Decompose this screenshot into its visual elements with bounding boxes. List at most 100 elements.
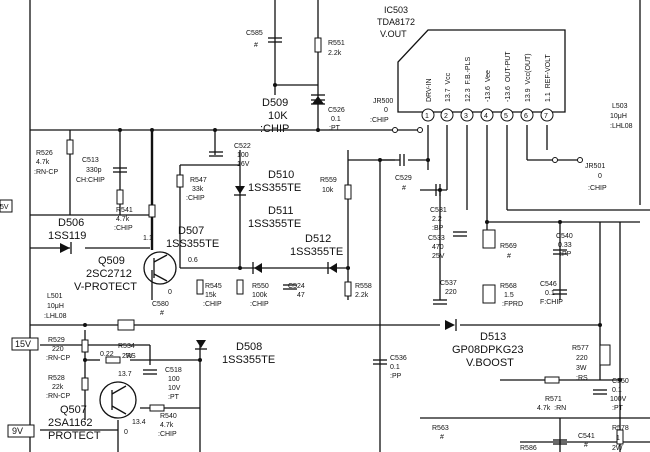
r545-value: 15k	[205, 292, 217, 299]
r577-type: :RS	[576, 375, 588, 382]
tag-9v: 9V	[12, 426, 23, 436]
r528-label: R528	[48, 375, 65, 382]
r578-power: 2W	[612, 445, 623, 452]
r571-label: R571	[545, 396, 562, 403]
resistors	[66, 37, 624, 445]
q507-coll-voltage: 13.7	[118, 371, 132, 378]
r586-label: R586	[520, 445, 537, 452]
d512-label: D512	[305, 233, 331, 245]
jr500-label: JR500	[373, 98, 393, 105]
c526-label: C526	[328, 107, 345, 114]
r577-power: 3W	[576, 365, 587, 372]
c540-type: :PP	[560, 251, 572, 258]
ic-pin-4: 4	[484, 113, 488, 120]
ic-pin-6: 6	[524, 113, 528, 120]
ic-pin-4-label: -13.6 Vee	[485, 70, 492, 102]
c522-label: C522	[234, 143, 251, 150]
l503-label: L503	[612, 103, 628, 110]
d509-value: 10K	[268, 110, 288, 122]
d510-value: 1SS355TE	[248, 182, 301, 194]
q509-body	[143, 251, 177, 285]
c546-value: 0.1	[545, 290, 555, 297]
c585-label: C585	[246, 30, 263, 37]
ic-pin-6-label: 13.9 Vcc(OUT)	[525, 53, 532, 102]
c518-value: 100	[168, 376, 180, 383]
ic-pin-1: 1	[425, 113, 429, 120]
r558-value: 2.2k	[355, 292, 369, 299]
d510-label: D510	[268, 169, 294, 181]
r547-value: 33k	[192, 186, 204, 193]
l501-type: :LHL08	[44, 313, 67, 320]
ic-pins	[421, 108, 554, 122]
r558-label: R558	[355, 283, 372, 290]
c546-label: C546	[540, 281, 557, 288]
jr500-package: :CHIP	[370, 117, 389, 124]
r569-label: R569	[500, 243, 517, 250]
l503-value: 10μH	[610, 113, 627, 120]
r526-value: 4.7k	[36, 159, 50, 166]
q509-emit-voltage: 0	[168, 289, 172, 296]
tag-15v: 15V	[15, 339, 31, 349]
r528-value: 22k	[52, 384, 64, 391]
c540-value: 0.33	[558, 242, 572, 249]
diodes	[60, 94, 457, 350]
c526-type: :PT	[329, 125, 341, 132]
q507-emit-voltage: 13.4	[132, 419, 146, 426]
r545-label: R545	[205, 283, 222, 290]
r541-package: :CHIP	[114, 225, 133, 232]
q509-base-voltage: 1.1	[143, 235, 153, 242]
labels: IC503 TDA8172 V.OUT C585 # R551 2.2k D50…	[0, 5, 633, 452]
d508-label: D508	[236, 341, 262, 353]
r563-label: R563	[432, 425, 449, 432]
c580-label: C580	[152, 301, 169, 308]
q509-coll-voltage: 0.6	[188, 257, 198, 264]
c550-voltage: 100V	[610, 396, 627, 403]
q507-label: Q507	[60, 404, 87, 416]
r578-label: R578	[612, 425, 629, 432]
r534-power: :RS	[124, 353, 136, 360]
c536-value: 0.1	[390, 364, 400, 371]
r547-label: R547	[190, 177, 207, 184]
r550-package: :CHIP	[250, 301, 269, 308]
q507-base-voltage: 0.22	[100, 351, 114, 358]
d508-value: 1SS355TE	[222, 354, 275, 366]
c537-label: C537	[440, 280, 457, 287]
r540-label: R540	[160, 413, 177, 420]
wires	[29, 0, 650, 452]
r577-label: R577	[572, 345, 589, 352]
c524-label: C524	[288, 283, 305, 290]
r568-value: 1.5	[504, 292, 514, 299]
d506-label: D506	[58, 217, 84, 229]
c546-type: F:CHIP	[540, 299, 563, 306]
r541-value: 4.7k	[116, 216, 130, 223]
jr501-label: JR501	[585, 163, 605, 170]
r568-type: :FPRD	[502, 301, 523, 308]
ic503-name: IC503	[384, 5, 408, 15]
r578-value: 1	[616, 435, 620, 442]
c540-label: C540	[556, 233, 573, 240]
ic-pin-3: 3	[464, 113, 468, 120]
q507-function: PROTECT	[48, 430, 101, 442]
ic-pin-2-label: 13.7 Vcc	[445, 72, 452, 102]
junctions	[83, 83, 622, 382]
c537-value: 220	[445, 289, 457, 296]
q507-part: 2SA1162	[48, 417, 92, 429]
ic-pin-7-label: 1.1 REF-VOLT	[545, 54, 552, 102]
c524-value: 47	[297, 292, 305, 299]
tag-5v: 5V	[0, 204, 9, 211]
q507-zero-voltage: 0	[124, 429, 128, 436]
capacitors	[113, 37, 607, 445]
r571-value: 4.7k :RN	[537, 405, 566, 412]
ic-pin-7: 7	[544, 113, 548, 120]
c533-label: C533	[428, 235, 445, 242]
c536-label: C536	[390, 355, 407, 362]
l503-type: :LHL08	[610, 123, 633, 130]
c541-value: #	[584, 442, 588, 449]
ic503-part: TDA8172	[377, 17, 415, 27]
r541-label: R541	[116, 207, 133, 214]
ic-pin-3-label: 12.3 F.B.-PLS	[465, 57, 472, 102]
r551-label: R551	[328, 40, 345, 47]
ic-pin-5-label: -13.6 OUT-PUT	[505, 51, 512, 102]
